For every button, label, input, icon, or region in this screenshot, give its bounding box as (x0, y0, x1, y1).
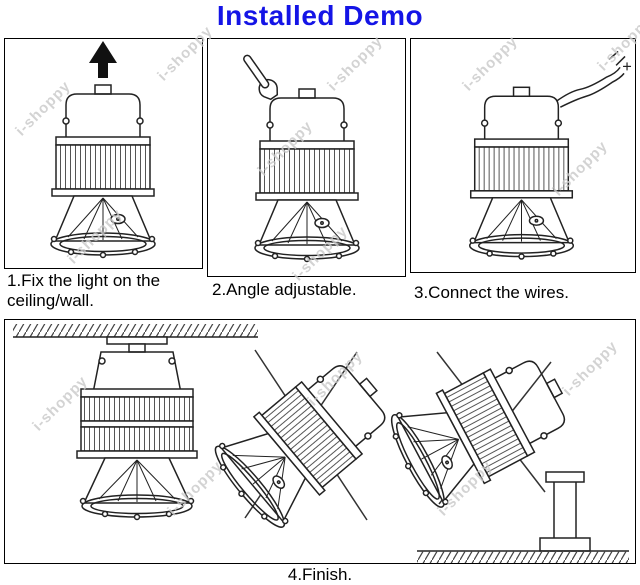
step3-illustration (468, 50, 632, 260)
up-arrow-icon (89, 41, 117, 78)
step2-caption: 2.Angle adjustable. (212, 280, 357, 299)
step4-illustration (13, 324, 629, 563)
floodlight-tilted-right (380, 339, 584, 514)
page-title: Installed Demo (216, 0, 424, 31)
step3-caption: 3.Connect the wires. (414, 283, 569, 302)
wrench-icon (243, 54, 279, 101)
floodlight-front-view (76, 336, 198, 521)
step2-illustration (243, 54, 360, 263)
step1-panel (4, 38, 203, 269)
step4-panel (4, 319, 636, 564)
step1-caption: 1.Fix the light on the ceiling/wall. (7, 271, 161, 311)
floodlight-tilted-left (205, 343, 406, 536)
ground-hatch (417, 550, 629, 563)
floodlight-side-view (254, 88, 360, 263)
wires-icon (555, 50, 632, 108)
floodlight-side-view (50, 84, 156, 259)
step4-caption: 4.Finish. (287, 565, 353, 584)
step1-illustration (50, 41, 156, 259)
ceiling-hatch (13, 324, 258, 338)
pedestal (539, 471, 591, 552)
floodlight-side-view (468, 86, 575, 260)
step3-panel (410, 38, 636, 273)
step2-panel (207, 38, 406, 277)
